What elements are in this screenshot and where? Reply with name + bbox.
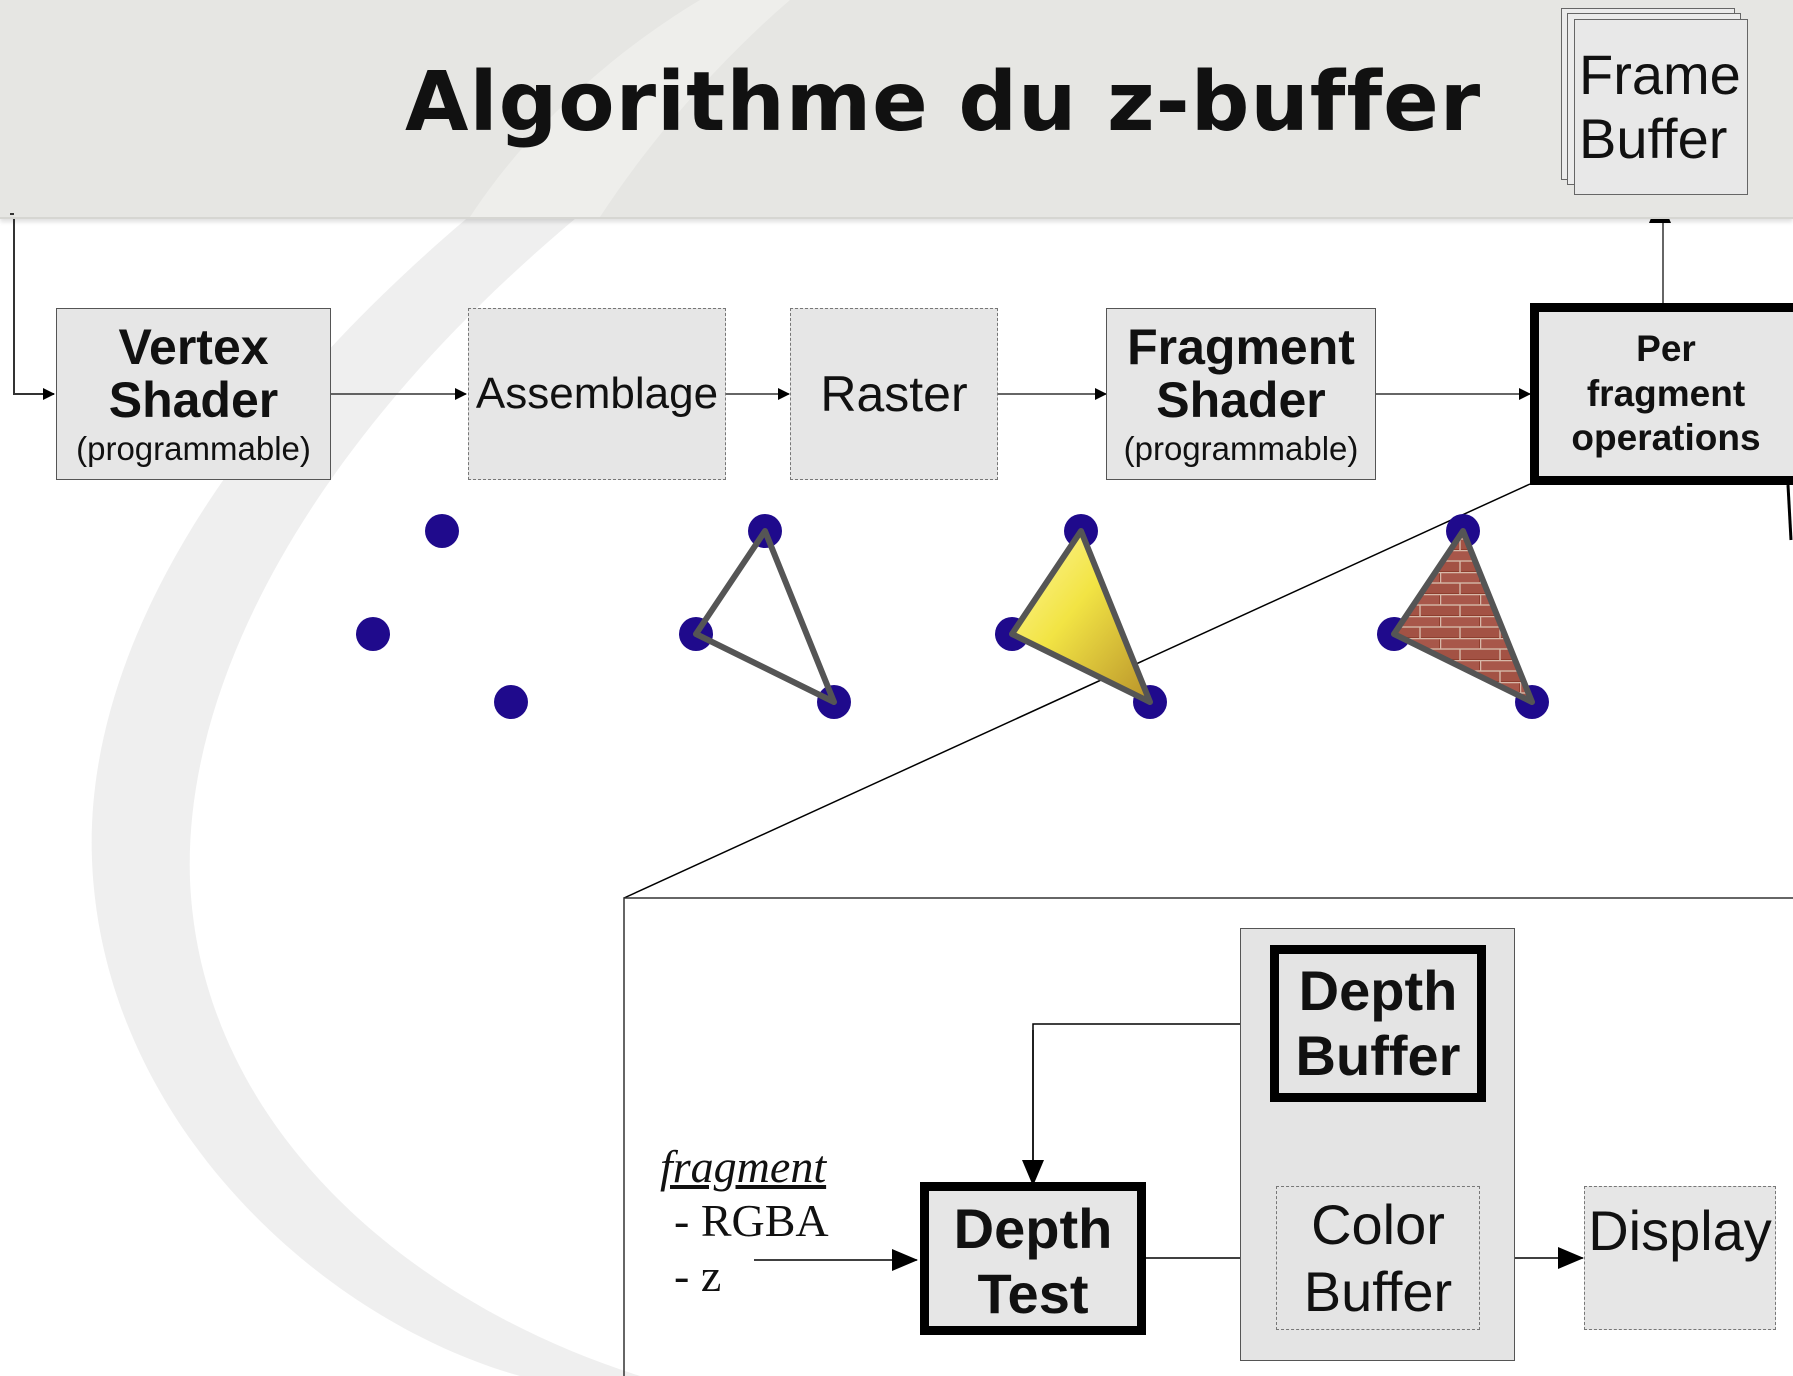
vertex-shader-title-2: Shader — [108, 371, 279, 428]
rasterized-triangle — [1009, 528, 1153, 705]
raster-label: Raster — [820, 365, 968, 422]
assembled-triangle — [693, 528, 837, 705]
detail-frame — [623, 897, 1793, 1376]
color-buffer-box: Color Buffer — [1276, 1186, 1480, 1330]
fragment-item-rgba: - RGBA — [674, 1195, 829, 1247]
arrow-depthtest-depthbuffer — [1032, 1013, 1269, 1185]
display-box: Display — [1584, 1186, 1776, 1330]
vertex-shader-box: Vertex Shader (programmable) — [56, 308, 331, 480]
color-buffer-line2: Buffer — [1303, 1260, 1453, 1323]
fragment-title: fragment — [660, 1141, 827, 1192]
background-swoosh — [91, 0, 900, 1376]
depth-test-box: Depth Test — [920, 1182, 1146, 1335]
display-label: Display — [1588, 1199, 1772, 1262]
vertex-dot — [425, 514, 459, 548]
title-swoosh — [10, 0, 790, 217]
depth-test-line1: Depth — [953, 1197, 1113, 1261]
page-title: Algorithme du z-buffer — [405, 55, 1482, 150]
vertex-dot — [356, 617, 390, 651]
frame-buffer-line2: Buffer — [1579, 107, 1728, 170]
vertex-shader-title-1: Vertex — [118, 319, 269, 376]
frame-buffer-box — [1574, 19, 1748, 195]
input-connector — [10, 213, 55, 400]
color-buffer-line1: Color — [1311, 1192, 1445, 1256]
title-band — [0, 0, 1793, 219]
fragment-item-z: - z — [674, 1249, 722, 1301]
depth-test-line2: Test — [977, 1261, 1089, 1325]
fragment-shader-box: Fragment Shader (programmable) — [1106, 308, 1376, 480]
zoom-line — [623, 483, 1531, 899]
pfo-line3: operations — [1571, 417, 1761, 459]
depth-buffer-box: Depth Buffer — [1270, 945, 1486, 1102]
fragment-label: fragment - RGBA - z — [660, 1140, 829, 1303]
depth-buffer-line2: Buffer — [1295, 1023, 1461, 1087]
vertex-shader-subtitle: (programmable) — [76, 430, 311, 468]
depth-buffer-line1: Depth — [1298, 959, 1458, 1023]
frame-buffer-line1: Frame — [1579, 42, 1741, 106]
assemblage-label: Assemblage — [475, 368, 719, 418]
fragment-shader-title-2: Shader — [1156, 371, 1326, 428]
vertex-dot — [494, 685, 528, 719]
per-fragment-operations-box: Per fragment operations — [1530, 303, 1793, 485]
pfo-line1: Per — [1636, 328, 1696, 370]
assemblage-box: Assemblage — [468, 308, 726, 480]
raster-box: Raster — [790, 308, 998, 480]
fragment-shader-title-1: Fragment — [1127, 319, 1355, 376]
frame-buffer-label: Frame Buffer — [1575, 19, 1753, 195]
pfo-right-edge — [1786, 484, 1793, 541]
fragment-shader-subtitle: (programmable) — [1123, 430, 1359, 468]
pfo-line2: fragment — [1586, 372, 1746, 414]
textured-triangle — [1391, 528, 1535, 705]
